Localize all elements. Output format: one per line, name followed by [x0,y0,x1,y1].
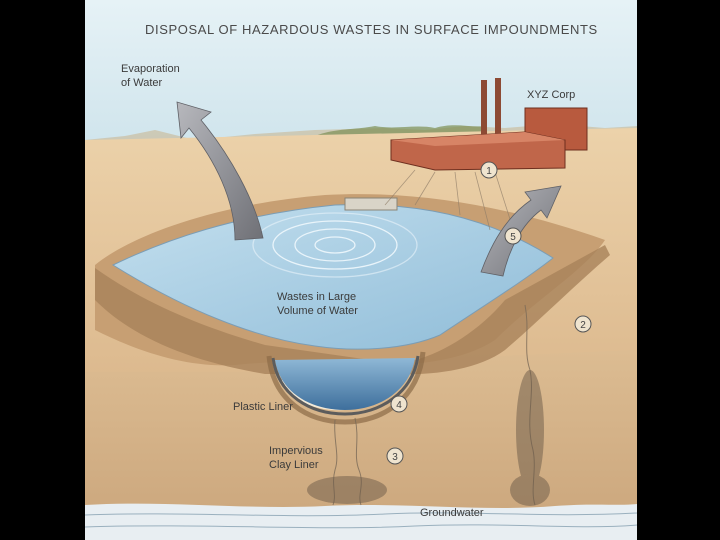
marker-4-number: 4 [396,400,402,411]
marker-3-number: 3 [392,452,398,463]
evaporation-label-line1: Evaporation [121,63,180,75]
marker-1-number: 1 [486,166,492,177]
evaporation-label-line2: of Water [121,77,162,89]
marker-2: 2 [575,316,591,332]
marker-3: 3 [387,448,403,464]
clay-liner-label-line2: Clay Liner [269,459,319,471]
diagram-canvas: DISPOSAL OF HAZARDOUS WASTES IN SURFACE … [85,0,637,540]
marker-4: 4 [391,396,407,412]
groundwater-label: Groundwater [420,507,484,519]
impoundment-illustration: DISPOSAL OF HAZARDOUS WASTES IN SURFACE … [85,0,637,540]
clay-liner-label-line1: Impervious [269,445,323,457]
marker-2-number: 2 [580,320,586,331]
plastic-liner-label: Plastic Liner [233,401,293,413]
marker-5-number: 5 [510,232,516,243]
company-label: XYZ Corp [527,89,575,101]
wastes-label-line1: Wastes in Large [277,291,356,303]
diagram-title: DISPOSAL OF HAZARDOUS WASTES IN SURFACE … [145,22,598,37]
marker-1: 1 [481,162,497,178]
wastes-label-line2: Volume of Water [277,305,358,317]
groundwater-band [85,504,637,540]
marker-5: 5 [505,228,521,244]
